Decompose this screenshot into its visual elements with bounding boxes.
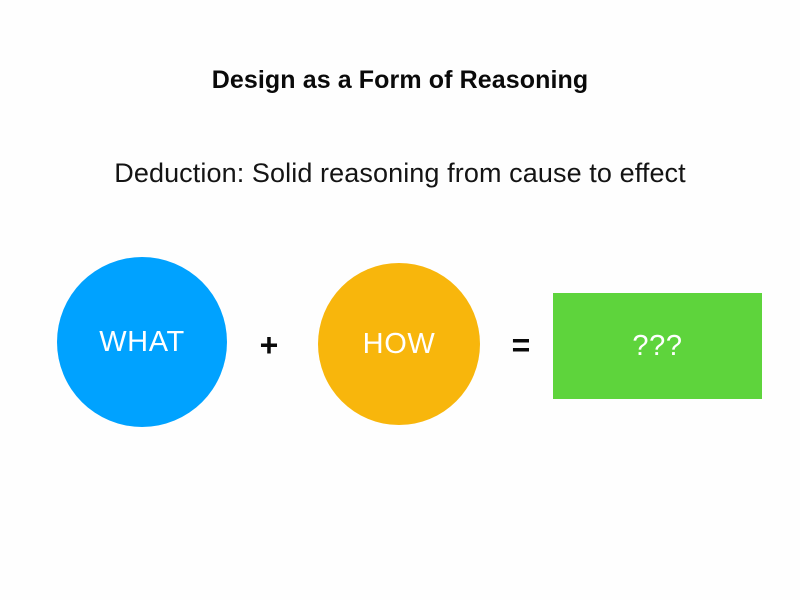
how-circle-label: HOW [362,327,436,360]
equals-operator: = [511,327,531,363]
what-circle: WHAT [57,257,227,427]
page-title: Design as a Form of Reasoning [211,66,589,94]
plus-operator: + [259,327,279,363]
equation-diagram: WHAT + HOW = ??? [0,255,800,435]
how-circle: HOW [318,263,480,425]
result-rectangle-label: ??? [632,329,683,362]
result-rectangle: ??? [553,293,762,399]
what-circle-label: WHAT [99,325,185,358]
slide-subtitle: Deduction: Solid reasoning from cause to… [114,158,686,188]
